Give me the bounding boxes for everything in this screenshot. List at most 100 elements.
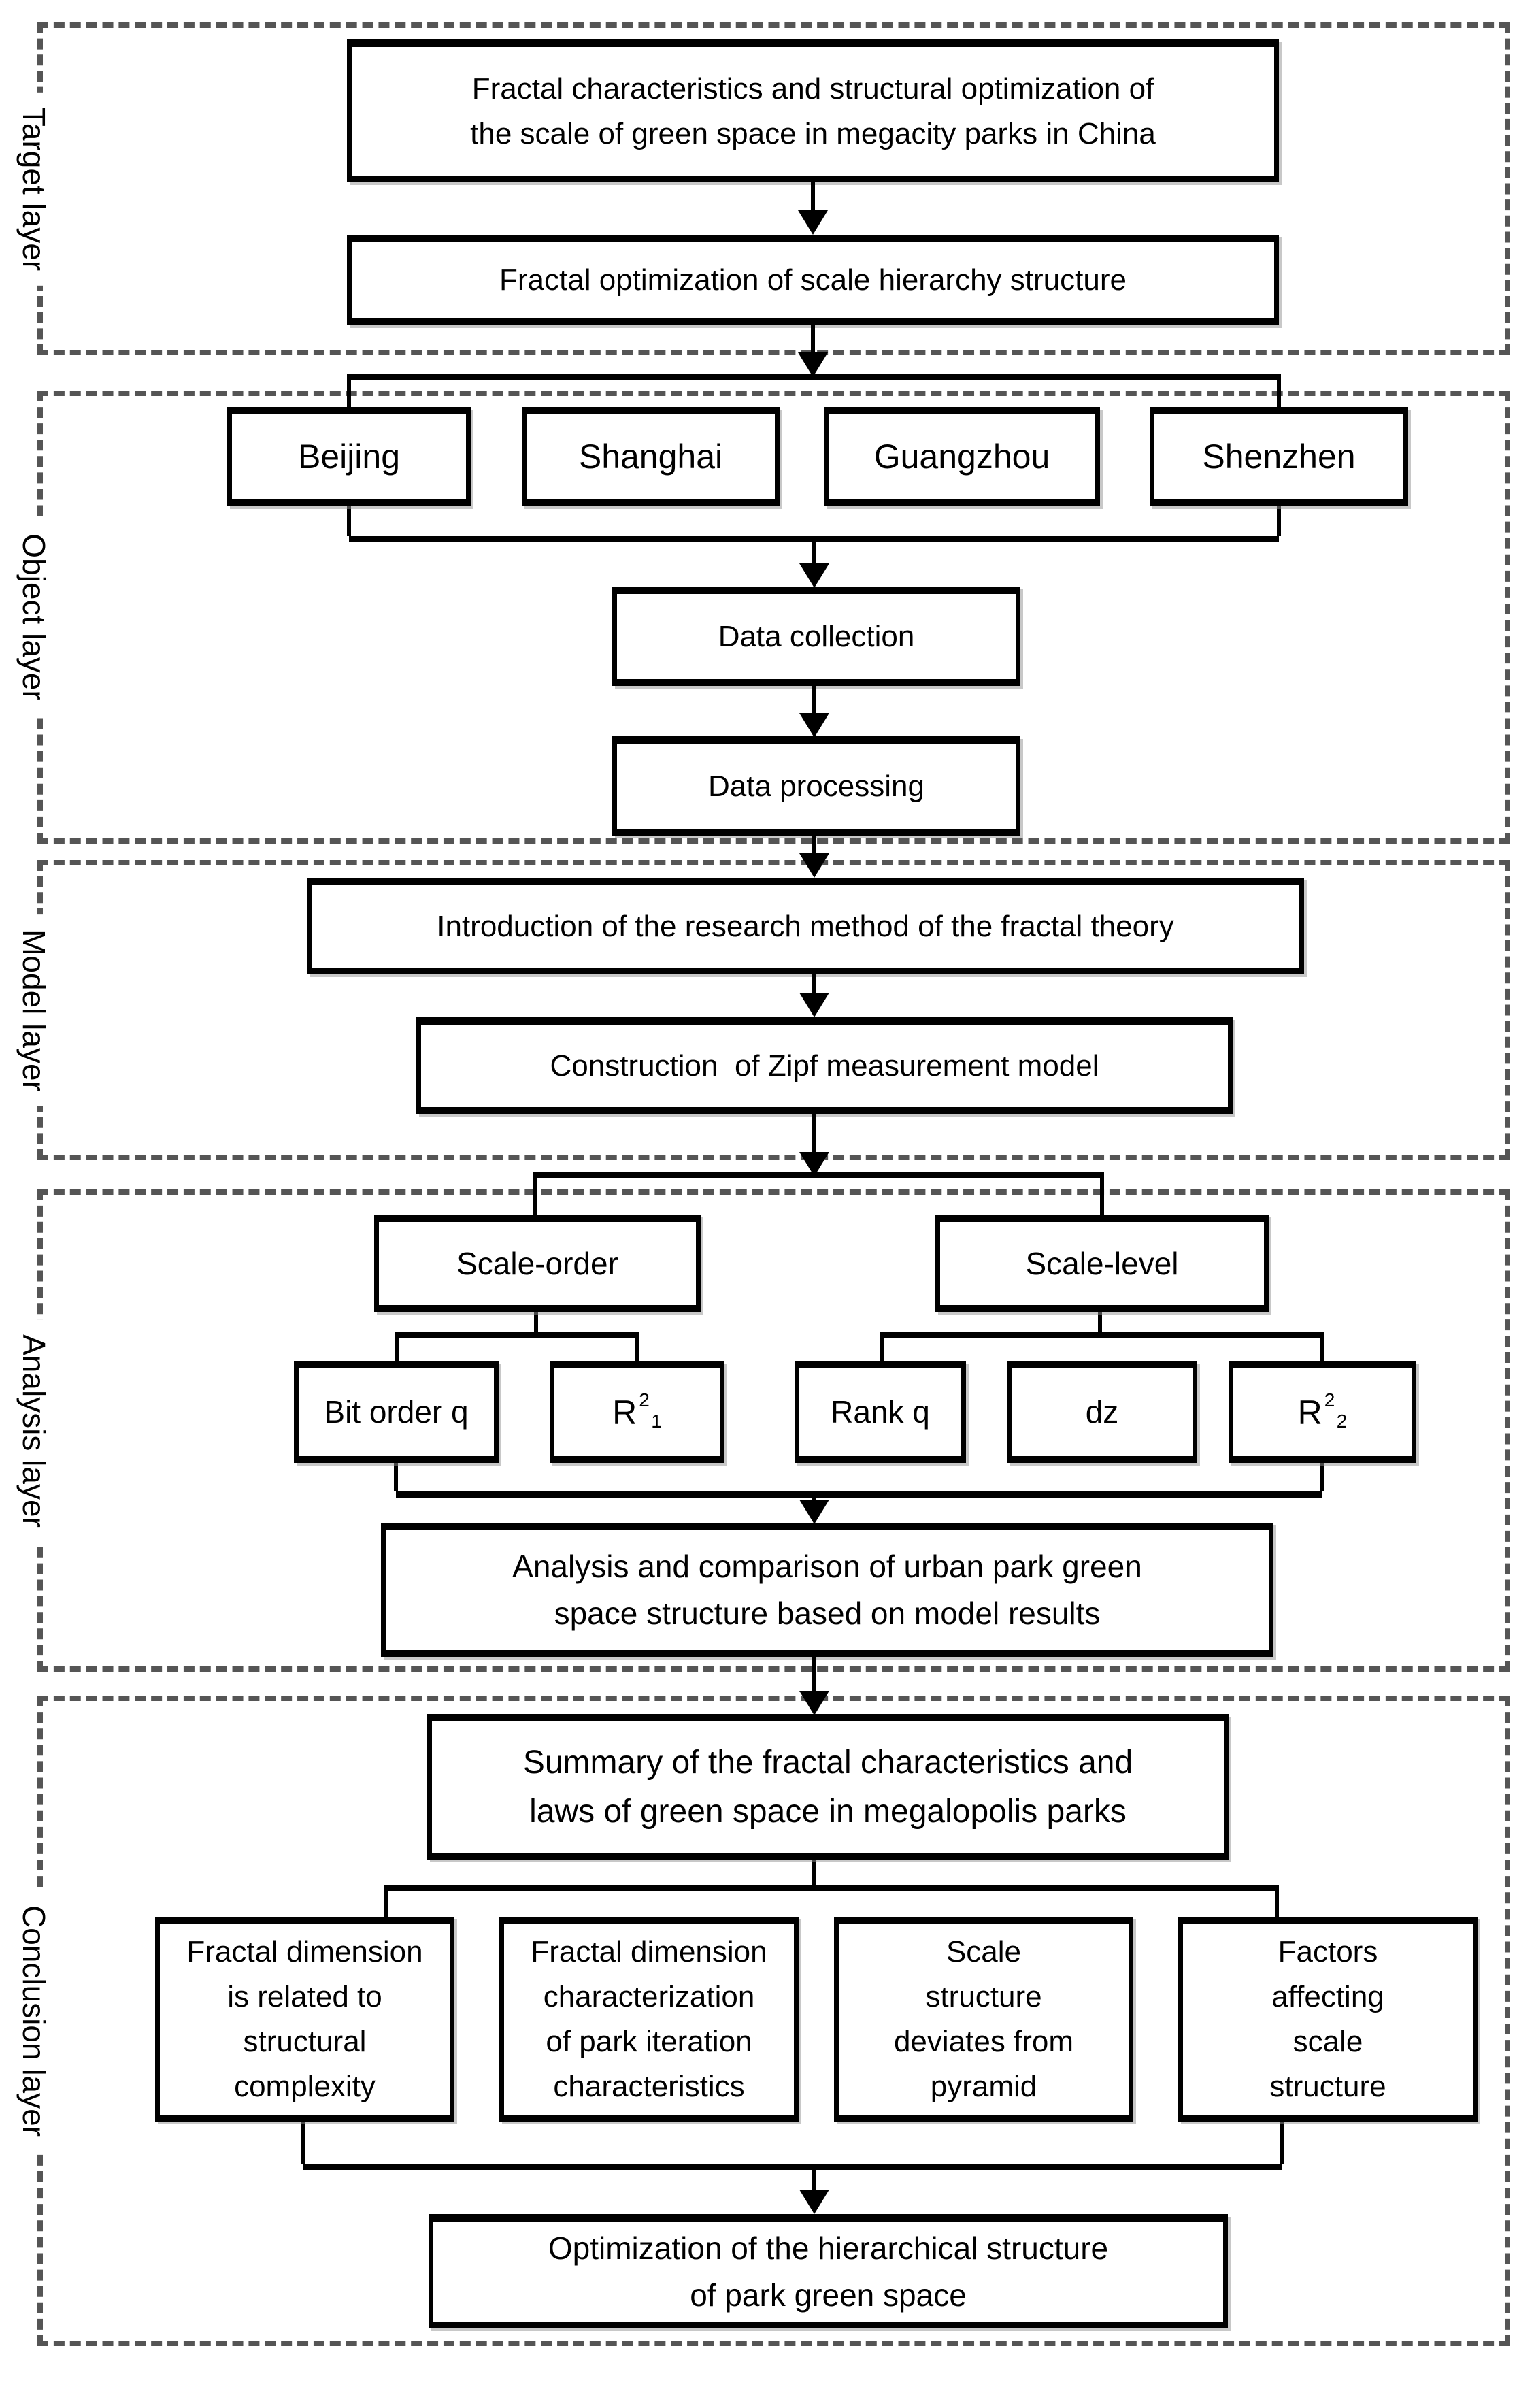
layer-object-label: Object layer xyxy=(14,518,54,716)
connector-stub xyxy=(1280,2122,1284,2164)
connector-stub xyxy=(347,374,351,409)
down-arrow-icon xyxy=(799,1500,829,1524)
node-conclusion-2: Fractal dimension characterization of pa… xyxy=(499,1917,799,2122)
flow-arrow-to-construction xyxy=(799,974,829,1017)
arrow-shaft xyxy=(812,974,816,997)
optimization-line1: Optimization of the hierarchical structu… xyxy=(548,2230,1109,2266)
arrow-shaft xyxy=(812,836,816,857)
connector-bus-analysis xyxy=(396,1491,1322,1498)
connector-stub xyxy=(533,1172,537,1216)
node-r-squared-2: R 2 2 xyxy=(1229,1361,1416,1463)
node-fractal-optimization-label: Fractal optimization of scale hierarchy … xyxy=(499,263,1127,297)
summary-line1: Summary of the fractal characteristics a… xyxy=(522,1744,1133,1781)
flow-arrow-to-optimization-box xyxy=(799,2166,829,2214)
connector-stub xyxy=(394,1463,398,1491)
arrow-shaft xyxy=(811,325,815,357)
connector-stub xyxy=(812,1860,816,1888)
city-label: Beijing xyxy=(297,438,401,476)
analysis-line1: Analysis and comparison of urban park gr… xyxy=(512,1549,1142,1584)
flow-arrow-to-analysis-box xyxy=(799,1491,829,1524)
conclusion-line: affecting xyxy=(1271,1980,1384,2013)
conclusion-line: structural xyxy=(243,2025,367,2058)
conclusion-line: structure xyxy=(1269,2070,1386,2103)
layer-conclusion: Conclusion layer xyxy=(14,1696,1510,2346)
flow-arrow-to-data-collection xyxy=(799,536,829,588)
conclusion-line: is related to xyxy=(227,1980,382,2013)
connector-bus-conclusions-bottom xyxy=(303,2164,1282,2170)
layer-target: Target layer xyxy=(14,22,1510,355)
node-bit-order-q: Bit order q xyxy=(294,1361,499,1463)
arrow-shaft xyxy=(812,536,816,567)
flow-arrow-to-model-layer xyxy=(799,836,829,878)
layer-object: Object layer xyxy=(14,391,1510,844)
connector-bus-conclusions-top xyxy=(386,1885,1279,1891)
connector-stub xyxy=(1098,1312,1102,1334)
r-symbol: R xyxy=(1297,1393,1322,1432)
node-title-line1: Fractal characteristics and structural o… xyxy=(471,71,1154,105)
node-city-shanghai: Shanghai xyxy=(522,407,780,506)
conclusion-line: Factors xyxy=(1278,1935,1378,1968)
connector-stub xyxy=(347,506,351,536)
r-supsub: 2 1 xyxy=(639,1391,662,1431)
node-analysis-comparison: Analysis and comparison of urban park gr… xyxy=(381,1523,1273,1657)
node-data-processing: Data processing xyxy=(612,736,1020,836)
conclusion-line: scale xyxy=(1293,2025,1363,2058)
node-introduction-label: Introduction of the research method of t… xyxy=(437,909,1174,943)
r-supsub: 2 2 xyxy=(1324,1391,1348,1431)
node-city-shenzhen: Shenzhen xyxy=(1150,407,1408,506)
node-conclusion-1: Fractal dimension is related to structur… xyxy=(155,1917,454,2122)
node-conclusion-3: Scale structure deviates from pyramid xyxy=(834,1917,1133,2122)
node-title: Fractal characteristics and structural o… xyxy=(347,39,1279,182)
conclusion-line: Fractal dimension xyxy=(186,1935,423,1968)
summary-line2: laws of green space in megalopolis parks xyxy=(529,1793,1127,1830)
connector-bus-scale-level xyxy=(882,1332,1322,1338)
arrow-shaft xyxy=(811,182,815,214)
node-rank-q: Rank q xyxy=(795,1361,966,1463)
city-label: Shenzhen xyxy=(1202,438,1356,476)
layer-target-label: Target layer xyxy=(14,92,54,286)
optimization-line2: of park green space xyxy=(690,2277,967,2313)
node-scale-level: Scale-level xyxy=(935,1215,1269,1312)
analysis-line2: space structure based on model results xyxy=(554,1596,1101,1631)
down-arrow-icon xyxy=(799,1691,829,1715)
connector-stub xyxy=(1320,1463,1324,1491)
connector-stub xyxy=(384,1885,388,1917)
connector-stub xyxy=(395,1332,399,1362)
down-arrow-icon xyxy=(799,563,829,588)
layer-model-label: Model layer xyxy=(14,914,54,1106)
connector-stub xyxy=(534,1312,538,1334)
node-fractal-optimization: Fractal optimization of scale hierarchy … xyxy=(347,235,1279,325)
node-rank-q-label: Rank q xyxy=(831,1394,930,1430)
node-optimization: Optimization of the hierarchical structu… xyxy=(429,2214,1228,2328)
r-superscript: 2 xyxy=(1324,1389,1335,1411)
node-r-squared-1: R 2 1 xyxy=(550,1361,724,1463)
node-dz: dz xyxy=(1007,1361,1197,1463)
layer-conclusion-label: Conclusion layer xyxy=(14,1890,54,2152)
layer-model: Model layer xyxy=(14,860,1510,1160)
city-label: Shanghai xyxy=(578,438,723,476)
down-arrow-icon xyxy=(799,2190,829,2214)
node-scale-order-label: Scale-order xyxy=(456,1245,618,1281)
node-summary: Summary of the fractal characteristics a… xyxy=(427,1714,1229,1860)
connector-stub xyxy=(1277,374,1281,409)
connector-stub xyxy=(1277,506,1281,536)
conclusion-line: characterization xyxy=(543,1980,755,2013)
flow-arrow-to-data-processing xyxy=(799,686,829,738)
node-scale-level-label: Scale-level xyxy=(1025,1245,1179,1281)
conclusion-line: Fractal dimension xyxy=(531,1935,767,1968)
node-construction: Construction of Zipf measurement model xyxy=(416,1017,1233,1114)
down-arrow-icon xyxy=(798,210,828,235)
arrow-shaft xyxy=(812,1114,816,1156)
node-conclusion-4: Factors affecting scale structure xyxy=(1178,1917,1478,2122)
conclusion-line: characteristics xyxy=(553,2070,745,2103)
layer-analysis-label: Analysis layer xyxy=(14,1319,54,1543)
conclusion-line: pyramid xyxy=(930,2070,1037,2103)
conclusion-line: complexity xyxy=(234,2070,376,2103)
connector-stub xyxy=(635,1332,639,1362)
r-superscript: 2 xyxy=(639,1389,650,1411)
node-city-guangzhou: Guangzhou xyxy=(824,407,1100,506)
node-city-beijing: Beijing xyxy=(227,407,471,506)
city-label: Guangzhou xyxy=(873,438,1050,476)
node-data-collection: Data collection xyxy=(612,587,1020,686)
connector-stub xyxy=(880,1332,884,1362)
